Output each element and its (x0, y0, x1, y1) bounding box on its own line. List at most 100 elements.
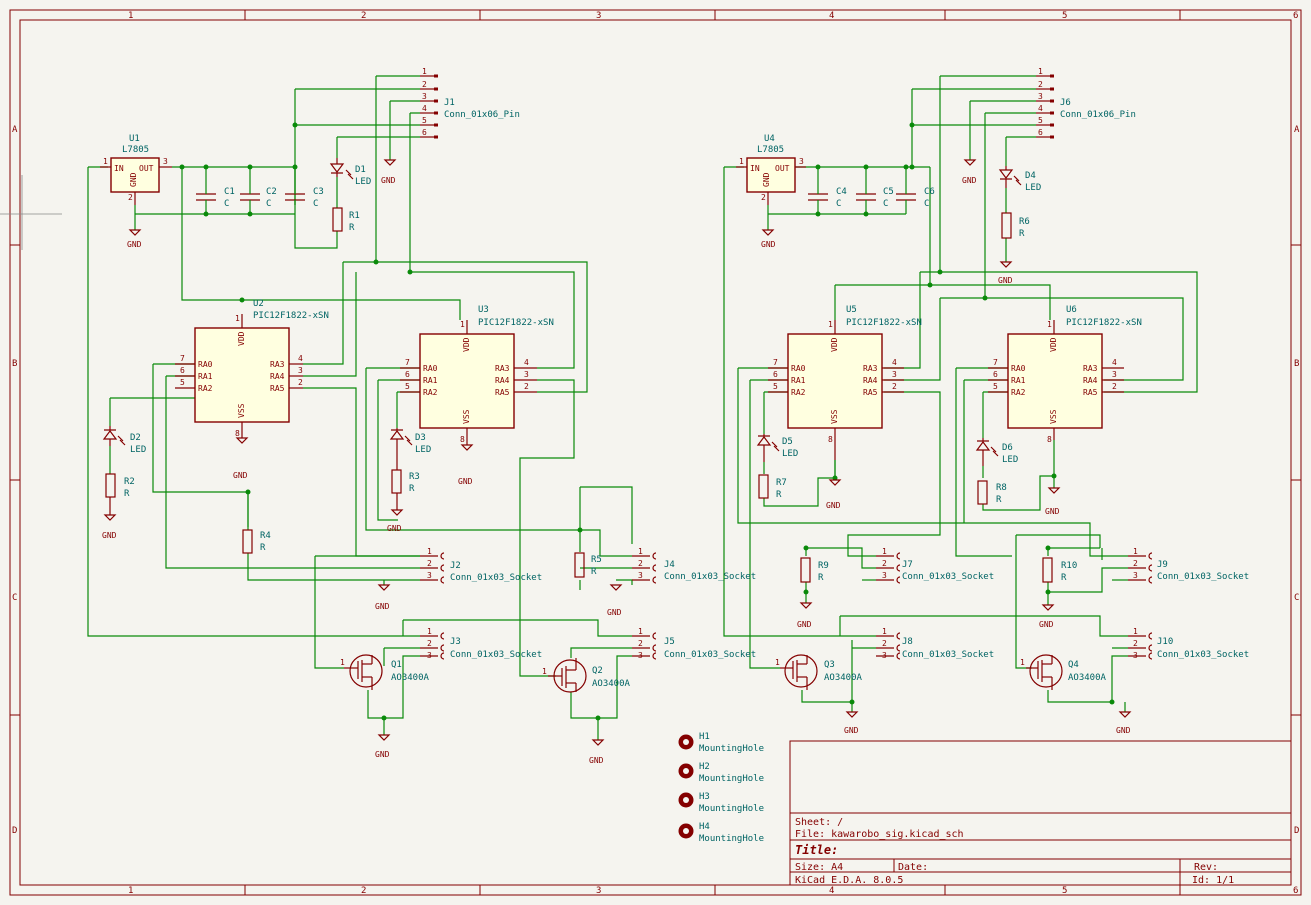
socket-j7[interactable]: 1 2 3 J7 Conn_01x03_Socket (876, 547, 994, 584)
ref-j10: J10 (1157, 637, 1173, 647)
socket-j4[interactable]: 1 2 3 J4 Conn_01x03_Socket (632, 547, 756, 584)
pin-num: 1 (340, 658, 345, 667)
pin-num: 6 (993, 370, 998, 379)
pin-num: 2 (427, 639, 432, 648)
value-j8: Conn_01x03_Socket (902, 650, 994, 660)
pin-label: RA4 (495, 376, 510, 385)
mcu-u6[interactable]: RA0 RA1 RA2 RA3 RA4 RA5 VDD VSS 7 6 5 4 … (988, 305, 1142, 444)
socket-j3[interactable]: 1 2 3 J3 Conn_01x03_Socket (420, 627, 542, 660)
socket-j10[interactable]: 1 2 3 J10 Conn_01x03_Socket (1128, 627, 1249, 660)
resistor-r8[interactable]: R8 R (977, 480, 1007, 505)
pin-num: 1 (828, 320, 833, 329)
led-d1[interactable]: D1 LED (329, 158, 371, 187)
value-u2: PIC12F1822-xSN (253, 311, 329, 321)
resistor-r1[interactable]: R1 R (332, 207, 360, 233)
led-d4[interactable]: D4 LED (998, 166, 1041, 193)
tb-kicad: KiCad E.D.A. 8.0.5 (795, 875, 903, 886)
pin-label: RA5 (270, 384, 285, 393)
mounting-hole-h1[interactable]: H1 MountingHole (678, 732, 765, 754)
resistor-r10[interactable]: R10 R (1042, 557, 1077, 583)
led-d3[interactable]: D3 LED (389, 428, 431, 455)
capacitor-c2[interactable]: C2 C (240, 187, 277, 209)
ref-d1: D1 (355, 165, 366, 175)
led-d5[interactable]: D5 LED (756, 434, 798, 462)
resistor-r4[interactable]: R4 R (242, 529, 271, 554)
pin-num: 5 (1038, 116, 1043, 125)
mounting-hole-h2[interactable]: H2 MountingHole (678, 762, 765, 784)
mcu-u5[interactable]: RA0 RA1 RA2 RA3 RA4 RA5 VDD VSS 7 6 5 4 … (768, 305, 922, 460)
pin-num: 5 (422, 116, 427, 125)
resistor-r7[interactable]: R7 R (758, 474, 787, 500)
gnd-label: GND (375, 602, 390, 611)
capacitor-c3[interactable]: C3 C (285, 187, 324, 209)
socket-j2[interactable]: 1 2 3 J2 Conn_01x03_Socket (420, 547, 542, 584)
mosfet-q3[interactable]: 1 Q3 AO3400A (775, 654, 863, 690)
resistor-r9[interactable]: R9 R (800, 557, 829, 583)
capacitor-c5[interactable]: C5 C (856, 187, 894, 209)
mounting-hole-h3[interactable]: H3 MountingHole (678, 792, 765, 814)
led-d6[interactable]: D6 LED (975, 438, 1018, 466)
pin-num: 3 (638, 571, 643, 580)
ref-r10: R10 (1061, 561, 1077, 571)
led-d2[interactable]: D2 LED (102, 426, 146, 455)
zone-col-3: 3 (596, 11, 601, 21)
capacitor-c4[interactable]: C4 C (808, 187, 847, 209)
mcu-u2[interactable]: RA0 RA1 RA2 RA3 RA4 RA5 VDD VSS 7 6 5 4 … (175, 299, 329, 438)
capacitor-c1[interactable]: C1 C (196, 187, 235, 209)
pin-num: 1 (1133, 627, 1138, 636)
socket-j8[interactable]: 1 2 3 J8 Conn_01x03_Socket (876, 627, 994, 660)
regulator-u4[interactable]: IN OUT GND 1 3 2 U4 L7805 (736, 134, 806, 205)
mcu-u3[interactable]: RA0 RA1 RA2 RA3 RA4 RA5 VDD VSS 7 6 5 4 … (400, 305, 554, 445)
zone-col-4: 4 (829, 11, 834, 21)
inner-border (19, 19, 1292, 886)
tb-sheet: Sheet: / (795, 817, 843, 828)
pin-num: 1 (1133, 547, 1138, 556)
value-r10: R (1061, 573, 1067, 583)
value-c1: C (224, 199, 229, 209)
zone-row-c-right: C (1294, 593, 1299, 603)
pin-num: 1 (638, 547, 643, 556)
junctions-left (179, 122, 601, 721)
zone-col-4-bottom: 4 (829, 886, 834, 896)
mosfet-q2[interactable]: 1 Q2 AO3400A (542, 658, 631, 693)
value-c3: C (313, 199, 318, 209)
zone-col-6: 6 (1293, 11, 1298, 21)
resistor-r3[interactable]: R3 R (391, 448, 420, 510)
zone-col-5: 5 (1062, 11, 1067, 21)
value-h1: MountingHole (699, 744, 764, 754)
value-u4: L7805 (757, 145, 784, 155)
ref-u5: U5 (846, 305, 857, 315)
gnd-label: GND (1116, 726, 1131, 735)
ref-j9: J9 (1157, 560, 1168, 570)
value-q4: AO3400A (1068, 673, 1107, 683)
connector-j1[interactable]: 1 2 3 4 5 6 J1 Conn_01x06_Pin (420, 67, 520, 139)
pin-label: VSS (462, 409, 471, 424)
pin-num: 2 (638, 639, 643, 648)
capacitor-c6[interactable]: C6 C (896, 187, 935, 209)
ref-h3: H3 (699, 792, 710, 802)
pin-num: 3 (1133, 571, 1138, 580)
pin-num: 2 (638, 559, 643, 568)
pin-num: 8 (460, 435, 465, 444)
pin-label: IN (114, 164, 124, 173)
mosfet-q1[interactable]: 1 Q1 AO3400A (340, 654, 430, 690)
value-d3: LED (415, 445, 431, 455)
value-d1: LED (355, 177, 371, 187)
pin-num: 1 (739, 157, 744, 166)
socket-j5[interactable]: 1 2 3 J5 Conn_01x03_Socket (632, 627, 756, 660)
pin-num: 3 (427, 651, 432, 660)
ref-u4: U4 (764, 134, 775, 144)
resistor-r2[interactable]: R2 R (105, 473, 135, 515)
ref-d5: D5 (782, 437, 793, 447)
connector-j6[interactable]: 1 2 3 4 5 6 J6 Conn_01x06_Pin (1036, 67, 1136, 139)
zone-row-b: B (12, 359, 17, 369)
mosfet-q4[interactable]: 1 Q4 AO3400A (1020, 654, 1107, 690)
mounting-hole-h4[interactable]: H4 MountingHole (678, 822, 765, 844)
socket-j9[interactable]: 1 2 3 J9 Conn_01x03_Socket (1128, 547, 1249, 584)
pin-num: 2 (1133, 559, 1138, 568)
resistor-r5[interactable]: R5 R (574, 552, 602, 578)
regulator-u1[interactable]: IN OUT GND 1 3 2 U1 L7805 (100, 134, 172, 205)
resistor-r6[interactable]: R6 R (1001, 212, 1030, 239)
pin-label: RA3 (495, 364, 510, 373)
pin-num: 1 (638, 627, 643, 636)
